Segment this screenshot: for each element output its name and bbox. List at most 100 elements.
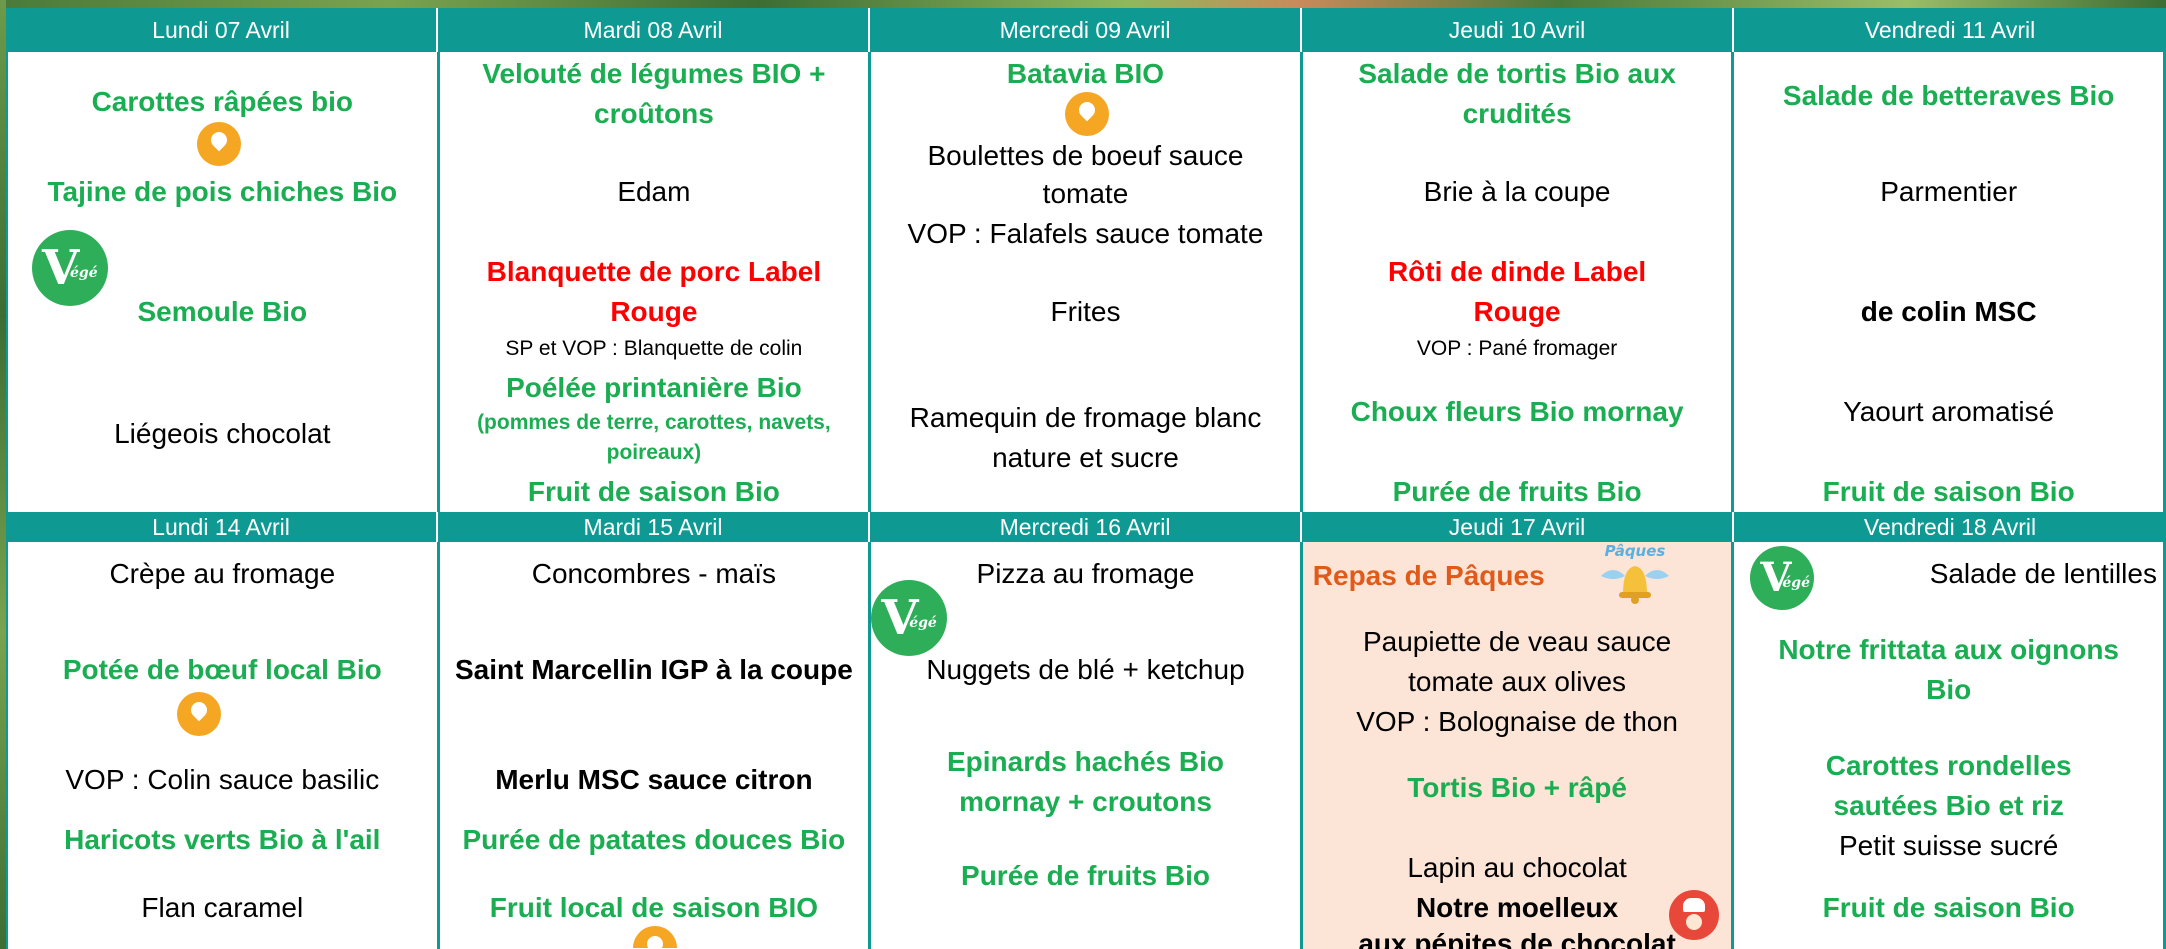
day-header-wednesday: Mercredi 09 Avril: [870, 8, 1302, 52]
menu-item: mornay + croutons: [959, 786, 1212, 817]
menu-item: VOP : Pané fromager: [1416, 337, 1618, 360]
menu-item: de colin MSC: [1860, 296, 2037, 327]
menu-item: Concombres - maïs: [531, 558, 777, 589]
menu-item: Rouge: [1473, 296, 1561, 327]
homemade-chef-icon: [1668, 890, 1719, 940]
menu-item: VOP : Bolognaise de thon: [1356, 706, 1678, 737]
menu-item: Nuggets de blé + ketchup: [926, 654, 1245, 685]
menu-item: aux pépites de chocolat: [1358, 928, 1676, 949]
menu-tuesday-08: Velouté de légumes BIO + croûtons Edam B…: [440, 52, 872, 512]
menu-item: Fruit de saison Bio: [527, 476, 780, 507]
day-header-wednesday: Mercredi 16 Avril: [870, 512, 1302, 542]
menu-item: Pizza au fromage: [976, 558, 1195, 589]
day-header-tuesday: Mardi 08 Avril: [438, 8, 870, 52]
menu-item: Fruit local de saison BIO: [489, 892, 819, 923]
menu-item: Liégeois chocolat: [114, 418, 331, 449]
menu-item: Parmentier: [1880, 176, 2018, 207]
menu-item: Haricots verts Bio à l'ail: [64, 824, 381, 855]
menu-item: (pommes de terre, carottes, navets,: [477, 411, 831, 434]
menu-item: tomate aux olives: [1408, 666, 1627, 697]
menu-friday-11: Salade de betteraves Bio Parmentier de c…: [1734, 52, 2166, 512]
menu-item: Fruit de saison Bio: [1822, 476, 2075, 507]
menu-item: Saint Marcellin IGP à la coupe: [454, 654, 853, 685]
easter-bell-icon: Pâques: [1600, 542, 1669, 604]
day-header-thursday: Jeudi 10 Avril: [1302, 8, 1734, 52]
day-header-friday: Vendredi 18 Avril: [1863, 513, 2037, 540]
menu-tuesday-15: Concombres - maïs Saint Marcellin IGP à …: [440, 542, 872, 949]
menu-item: Frites: [1050, 296, 1121, 327]
menu-item: Paupiette de veau sauce: [1362, 626, 1672, 657]
menu-item: crudités: [1462, 98, 1572, 129]
menu-monday-14: Crèpe au fromage Potée de bœuf local Bio…: [8, 542, 440, 949]
menu-item: nature et sucre: [992, 442, 1179, 473]
week-2-menus: Crèpe au fromage Potée de bœuf local Bio…: [6, 542, 2166, 949]
menu-item: tomate: [1042, 178, 1129, 209]
menu-item: Semoule Bio: [137, 296, 308, 327]
menu-item: Yaourt aromatisé: [1843, 396, 2055, 427]
menu-item: Poélée printanière Bio: [506, 372, 802, 403]
menu-item: VOP : Colin sauce basilic: [65, 764, 380, 795]
menu-item: Potée de bœuf local Bio: [62, 654, 382, 685]
menu-item: Tajine de pois chiches Bio: [47, 176, 398, 207]
decorative-header-strip: [0, 0, 2166, 8]
menu-item: Notre moelleux: [1415, 892, 1619, 923]
menu-item: poireaux): [606, 441, 702, 464]
easter-title: Repas de Pâques: [1312, 560, 1545, 591]
menu-item: Purée de fruits Bio: [1392, 476, 1642, 507]
menu-monday-07: Carottes râpées bio Tajine de pois chich…: [8, 52, 440, 512]
menu-item: Petit suisse sucré: [1838, 830, 2059, 861]
decorative-left-edge: [0, 0, 6, 949]
menu-item: Flan caramel: [141, 892, 304, 923]
menu-item: Notre frittata aux oignons: [1778, 634, 2120, 665]
menu-item: Lapin au chocolat: [1407, 852, 1627, 883]
local-product-icon: [197, 122, 241, 166]
day-header-friday: Vendredi 11 Avril: [1864, 16, 2036, 43]
menu-item: Epinards hachés Bio: [947, 746, 1224, 777]
menu-item: Ramequin de fromage blanc: [909, 402, 1262, 433]
menu-thursday-10: Salade de tortis Bio aux crudités Brie à…: [1303, 52, 1735, 512]
menu-item: VOP : Falafels sauce tomate: [907, 218, 1264, 249]
menu-item: Rouge: [610, 296, 698, 327]
menu-item: SP et VOP : Blanquette de colin: [505, 337, 803, 360]
menu-item: Fruit de saison Bio: [1822, 892, 2075, 923]
menu-item: Choux fleurs Bio mornay: [1350, 396, 1684, 427]
menu-item: croûtons: [594, 98, 714, 129]
local-product-icon: [1065, 92, 1110, 136]
menu-item: Merlu MSC sauce citron: [495, 764, 813, 795]
menu-item: Salade de lentilles: [1929, 558, 2157, 589]
menu-item: Boulettes de boeuf sauce: [927, 140, 1244, 171]
menu-item: Salade de betteraves Bio: [1782, 80, 2115, 111]
menu-item: Carottes râpées bio: [91, 86, 353, 117]
week-1-header: Lundi 07 Avril Mardi 08 Avril Mercredi 0…: [6, 8, 2166, 52]
day-header-tuesday: Mardi 15 Avril: [438, 512, 870, 542]
menu-item: Brie à la coupe: [1423, 176, 1611, 207]
menu-item: Tortis Bio + râpé: [1407, 772, 1627, 803]
menu-item: Salade de tortis Bio aux: [1358, 58, 1676, 89]
svg-text:Pâques: Pâques: [1604, 542, 1665, 560]
week-1: Lundi 07 Avril Mardi 08 Avril Mercredi 0…: [6, 8, 2166, 512]
menu-item: Edam: [617, 176, 691, 207]
week-2-header: Lundi 14 Avril Mardi 15 Avril Mercredi 1…: [6, 512, 2166, 542]
week-2: Lundi 14 Avril Mardi 15 Avril Mercredi 1…: [6, 512, 2166, 949]
local-product-icon: [177, 692, 221, 736]
menu-item: Purée de patates douces Bio: [462, 824, 846, 855]
day-header-monday: Lundi 14 Avril: [6, 512, 438, 542]
day-header-thursday: Jeudi 17 Avril: [1302, 512, 1734, 542]
menu-item: Bio: [1926, 674, 1972, 705]
local-product-icon: [632, 926, 677, 948]
menu-thursday-17-easter: Repas de Pâques Pâques Paupiette de veau…: [1302, 542, 1735, 949]
week-1-menus: Carottes râpées bio Tajine de pois chich…: [6, 52, 2166, 512]
menu-item: Crèpe au fromage: [109, 558, 336, 589]
menu-item: Rôti de dinde Label: [1387, 256, 1647, 287]
menu-item: Batavia BIO: [1006, 58, 1165, 89]
menu-item: Carottes rondelles: [1825, 750, 2072, 781]
menu-item: Velouté de légumes BIO +: [482, 58, 826, 89]
menu-wednesday-09: Batavia BIO Boulettes de boeuf sauce tom…: [871, 52, 1303, 512]
menu-item: Purée de fruits Bio: [961, 860, 1210, 891]
day-header-monday: Lundi 07 Avril: [6, 8, 438, 52]
